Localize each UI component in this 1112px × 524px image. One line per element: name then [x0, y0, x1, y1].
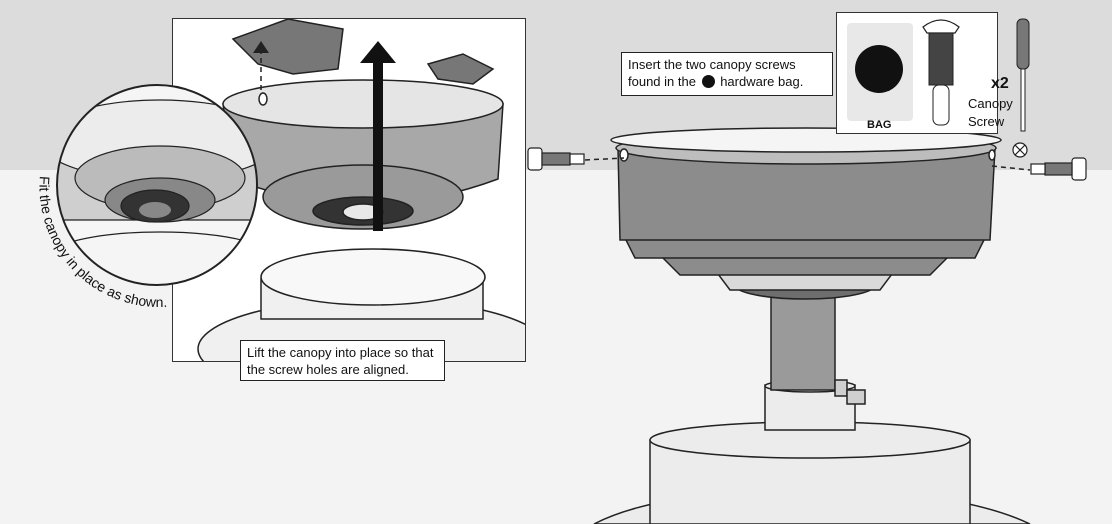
bag-label: BAG: [867, 119, 892, 131]
left-step-panel: [172, 18, 526, 362]
canopy-lift-illustration: [197, 19, 525, 361]
left-step-callout: Lift the canopy into place so that the s…: [240, 340, 445, 381]
right-callout-line1: Insert the two canopy screws: [628, 57, 796, 72]
left-screw-icon: [527, 147, 585, 171]
left-callout-line1: Lift the canopy into place so that: [247, 345, 434, 360]
part-name-line2: Screw: [968, 114, 1005, 129]
canopy-screw-icon: [922, 19, 960, 126]
right-step-callout: Insert the two canopy screws found in th…: [621, 52, 833, 96]
bag-dot-icon: [855, 45, 903, 93]
canopy: [610, 127, 1002, 300]
left-screw-leader: [584, 157, 625, 161]
right-screw-leader: [991, 165, 1031, 171]
lift-arrow-icon: [373, 59, 383, 231]
hardware-inset: BAG x2 Canopy Screw: [836, 12, 1030, 134]
left-callout-line2: the screw holes are aligned.: [247, 362, 409, 377]
downrod: [770, 289, 866, 405]
svg-text:Fit the canopy in place as sho: Fit the canopy in place as shown.: [36, 176, 167, 310]
small-up-arrow-icon: [253, 41, 269, 53]
screw-head-icon: [1012, 142, 1028, 158]
right-screw-icon: [1030, 157, 1087, 181]
bag-dot-icon: [701, 75, 715, 88]
right-callout-line2: found in the hardware bag.: [628, 74, 804, 89]
quantity-label: x2: [991, 75, 1009, 92]
screwdriver-icon: [1016, 18, 1030, 132]
part-name-line1: Canopy: [968, 96, 1013, 111]
magnifier-caption-text: Fit the canopy in place as shown.: [36, 176, 167, 310]
hardware-bag-icon: [847, 23, 913, 121]
